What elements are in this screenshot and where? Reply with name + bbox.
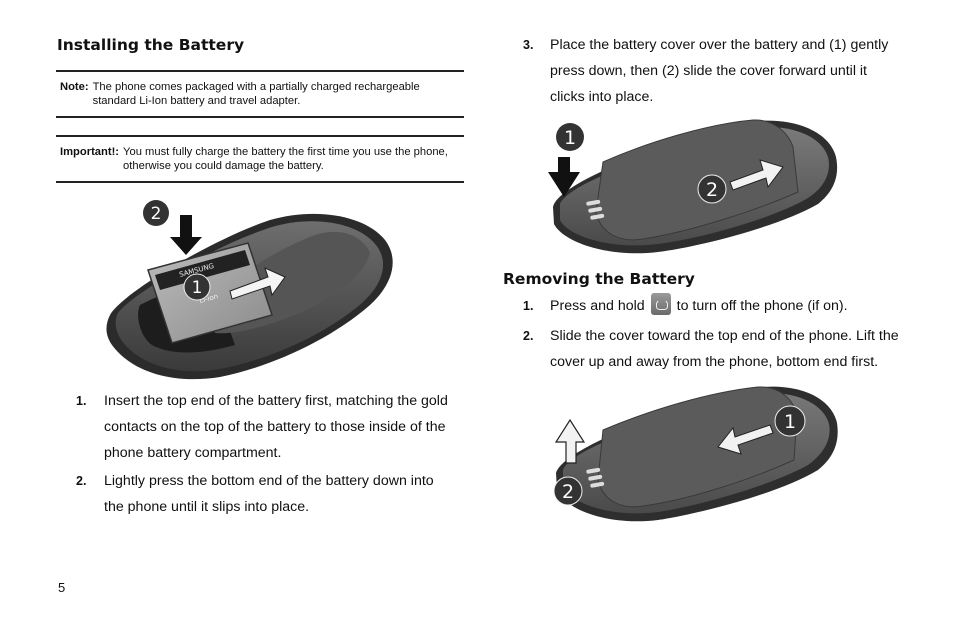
section-heading-removing: Removing the Battery — [503, 270, 695, 288]
callout-2-text: 2 — [562, 481, 574, 503]
step-number: 1. — [523, 299, 534, 313]
divider — [56, 181, 464, 183]
remove-step-2: 2. Slide the cover toward the top end of… — [523, 323, 913, 375]
note-label: Note: — [60, 81, 89, 93]
step-text: Place the battery cover over the battery… — [550, 37, 889, 105]
arrow-down-icon — [548, 157, 580, 197]
cover-removal-illustration: 1 2 — [553, 386, 838, 522]
section-heading-installing: Installing the Battery — [57, 36, 245, 54]
arrow-right-icon — [229, 267, 286, 300]
step-number: 1. — [76, 394, 87, 408]
install-step-2: 2. Lightly press the bottom end of the b… — [76, 468, 456, 520]
install-step-3: 3. Place the battery cover over the batt… — [523, 32, 903, 110]
arrow-right-icon — [729, 159, 784, 191]
callout-2-circle — [143, 200, 169, 226]
important-box: Important!: You must fully charge the ba… — [60, 145, 460, 173]
battery-install-illustration: SAMSUNG Li-ion 2 1 — [106, 200, 393, 380]
callout-2-text: 2 — [706, 179, 718, 201]
step-text: Lightly press the bottom end of the batt… — [104, 473, 434, 515]
callout-1-circle — [556, 123, 584, 151]
callout-1-text: 1 — [192, 278, 203, 298]
important-label: Important!: — [60, 146, 120, 158]
divider — [56, 70, 464, 72]
install-step-1: 1. Insert the top end of the battery fir… — [76, 388, 456, 466]
remove-step-1: 1. Press and hold to turn off the phone (… — [523, 293, 913, 319]
callout-2-circle — [697, 174, 727, 204]
callout-1-circle — [183, 273, 211, 301]
callout-1-text: 1 — [564, 127, 576, 149]
step-text: Insert the top end of the battery first,… — [104, 393, 448, 461]
callout-1-text: 1 — [784, 411, 796, 433]
divider — [56, 135, 464, 137]
arrow-left-icon — [717, 424, 774, 455]
callout-1-circle — [774, 405, 806, 437]
step-text: to turn off the phone (if on). — [676, 298, 848, 314]
step-number: 2. — [523, 329, 534, 343]
step-text: Press and hold — [550, 298, 645, 314]
callout-2-circle — [553, 476, 583, 506]
divider — [56, 116, 464, 118]
end-power-key-icon — [650, 293, 671, 316]
note-box: Note: The phone comes packaged with a pa… — [60, 80, 460, 108]
callout-2-text: 2 — [151, 204, 162, 224]
page-number: 5 — [58, 580, 66, 595]
cover-install-illustration: 1 2 — [548, 119, 838, 254]
step-text: Slide the cover toward the top end of th… — [550, 328, 899, 370]
step-number: 3. — [523, 38, 534, 52]
step-number: 2. — [76, 474, 87, 488]
arrow-down-icon — [170, 215, 202, 255]
arrow-up-icon — [554, 418, 586, 464]
important-text: You must fully charge the battery the fi… — [123, 146, 448, 172]
note-text: The phone comes packaged with a partiall… — [92, 81, 420, 107]
